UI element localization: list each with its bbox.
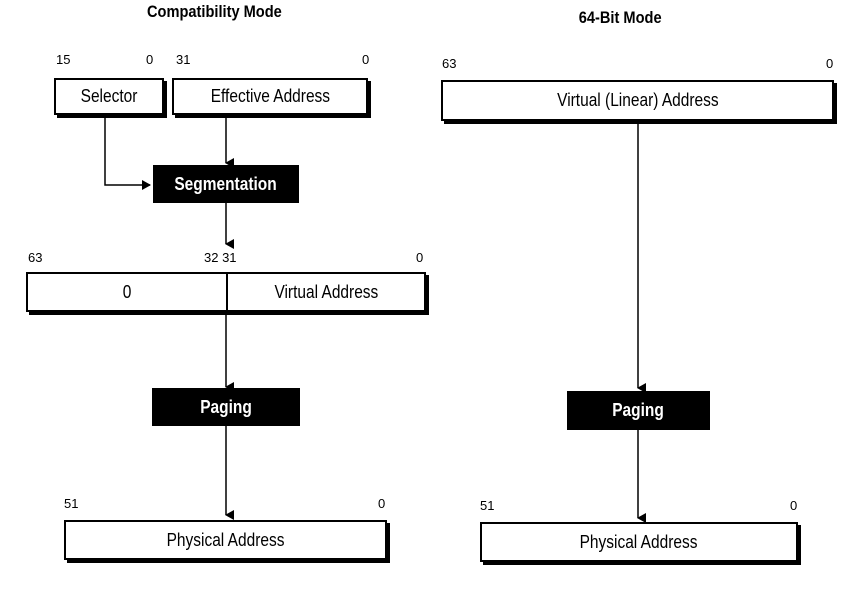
virtual-upper-value: 0 — [122, 281, 132, 302]
paging-block: Paging — [152, 388, 300, 426]
linear-address-field: Virtual (Linear) Address — [441, 80, 834, 121]
virtual-bit-63: 63 — [28, 250, 43, 265]
paging-block-64: Paging — [567, 391, 710, 430]
selector-label: Selector — [80, 86, 138, 106]
linear-address-label: Virtual (Linear) Address — [556, 90, 719, 110]
physical-address-field-64: Physical Address — [480, 522, 798, 562]
physical-address-field: Physical Address — [64, 520, 387, 560]
arrow-selector-to-segmentation — [104, 115, 151, 190]
virtual-lower-half: Virtual Address — [228, 274, 424, 310]
compatibility-mode-title: Compatibility Mode — [146, 2, 282, 21]
effective-bit-low: 0 — [362, 52, 370, 67]
linear-bit-high: 63 — [442, 56, 457, 71]
physical-bit-low: 0 — [378, 496, 386, 511]
virtual-address-field: 0 Virtual Address — [26, 272, 426, 312]
segmentation-block: Segmentation — [153, 165, 299, 203]
linear-bit-low: 0 — [826, 56, 834, 71]
physical-address-label: Physical Address — [166, 529, 285, 550]
effective-address-field: Effective Address — [172, 78, 368, 115]
effective-bit-high: 31 — [176, 52, 191, 67]
segmentation-label: Segmentation — [174, 173, 278, 194]
paging-label-64: Paging — [612, 400, 665, 420]
virtual-upper-half: 0 — [28, 274, 228, 310]
physical-address-label-64: Physical Address — [580, 531, 698, 552]
virtual-bit-0: 0 — [416, 250, 424, 265]
effective-address-label: Effective Address — [210, 86, 330, 106]
paging-label: Paging — [200, 396, 252, 417]
physical-64-bit-high: 51 — [480, 498, 495, 513]
selector-bit-low: 0 — [146, 52, 154, 67]
virtual-lower-label: Virtual Address — [274, 281, 378, 302]
selector-field: Selector — [54, 78, 164, 115]
selector-bit-high: 15 — [56, 52, 71, 67]
64-bit-mode-title: 64-Bit Mode — [578, 8, 662, 27]
physical-bit-high: 51 — [64, 496, 79, 511]
physical-64-bit-low: 0 — [790, 498, 798, 513]
virtual-bit-32-31: 32 31 — [204, 250, 237, 265]
